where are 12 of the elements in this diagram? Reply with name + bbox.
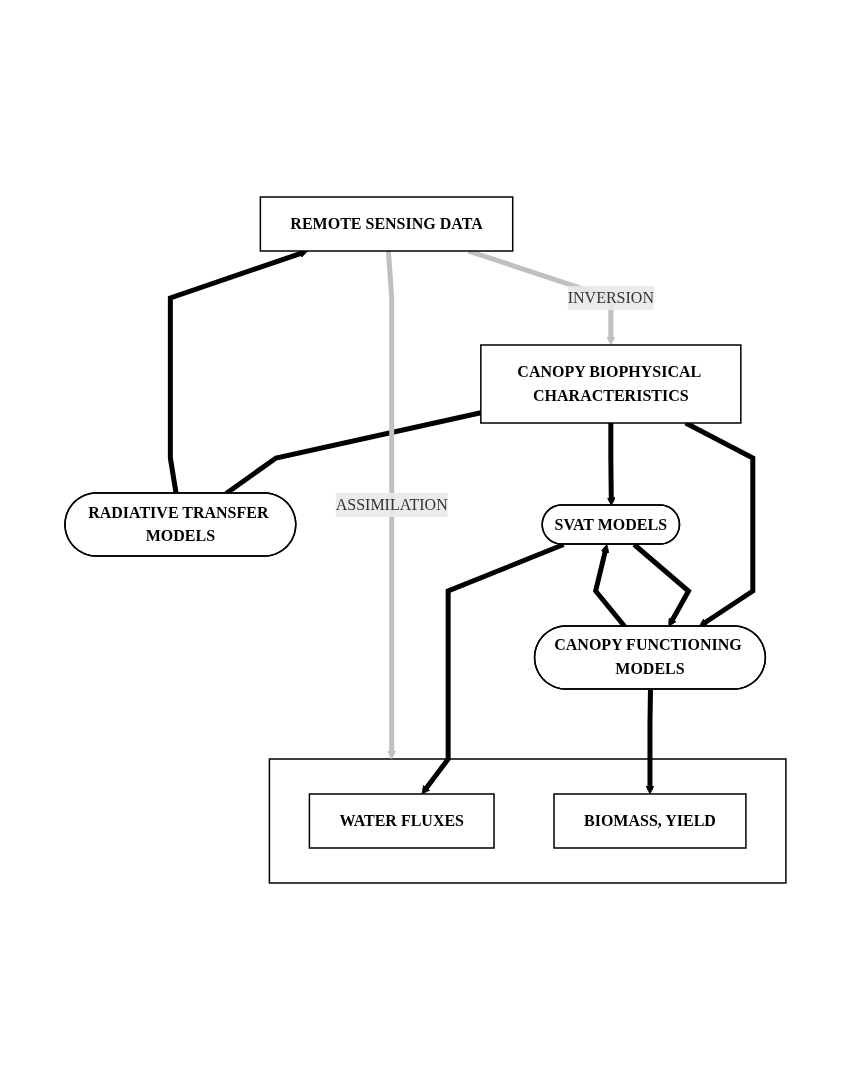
- arrow: [421, 541, 565, 794]
- edge-label: INVERSION: [567, 288, 654, 306]
- arrow: [632, 542, 692, 627]
- node-box: BIOMASS, YIELD: [552, 792, 747, 849]
- node-box: CANOPY BIOPHYSICAL CHARACTERISTICS: [479, 343, 742, 424]
- edge-label: ASSIMILATION: [335, 495, 448, 513]
- arrow: [385, 250, 396, 759]
- cluster: [268, 757, 787, 884]
- arrow: [645, 688, 654, 794]
- arrow: [606, 422, 616, 506]
- node-box: WATER FLUXES: [308, 792, 495, 849]
- node-box: REMOTE SENSING DATA: [259, 195, 513, 252]
